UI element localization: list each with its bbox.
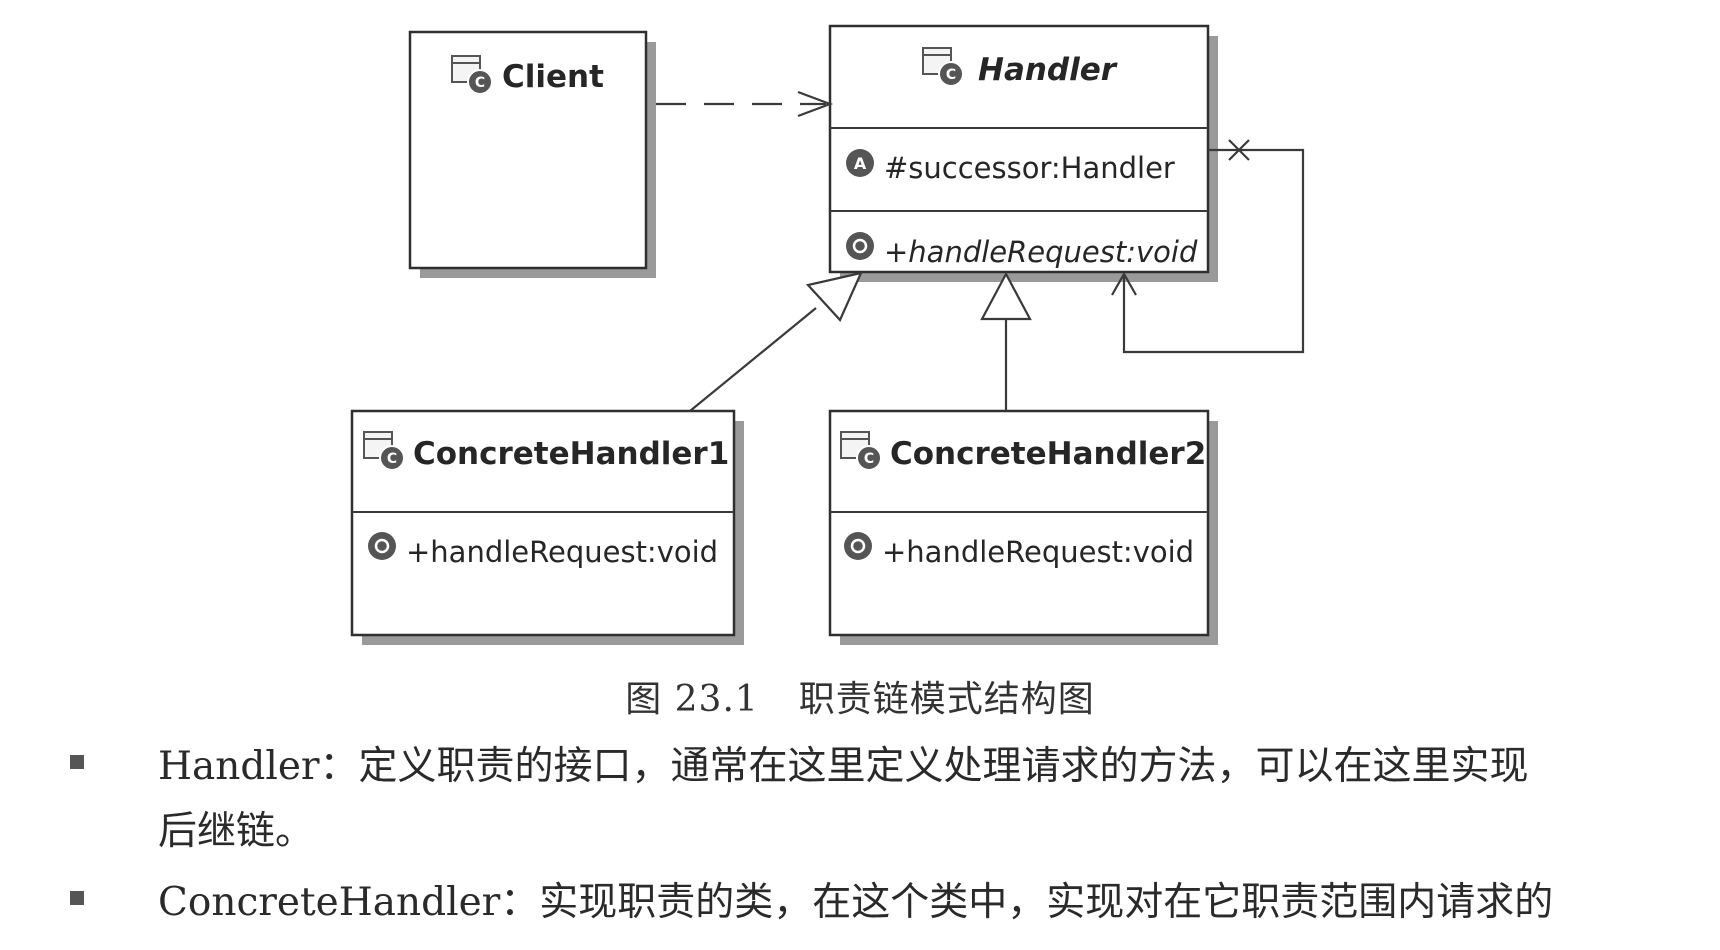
self-association-successor (1111, 139, 1305, 354)
bullet-icon (70, 755, 84, 769)
handler-handle-request-operation: +handleRequest:void (884, 235, 1198, 269)
concrete-handler-2-class-name: ConcreteHandler2 (890, 436, 1206, 472)
dependency-arrow-client-to-handler (656, 90, 834, 118)
concrete-handler-1-class: C ConcreteHandler1 +handleRequest:void (350, 409, 744, 645)
handler-class: C Handler A #successor:Handler +handleRe… (828, 24, 1218, 282)
concrete-handler-2-operation: +handleRequest:void (882, 535, 1194, 569)
generalization-arrow-concrete2 (980, 271, 1032, 411)
generalization-arrow-concrete1 (689, 271, 863, 412)
operation-icon (844, 532, 872, 560)
bullet-icon (70, 891, 84, 905)
client-class: C Client (408, 30, 656, 278)
abstract-class-icon: C (922, 47, 964, 87)
handler-class-name: Handler (978, 52, 1118, 88)
operation-icon (368, 532, 396, 560)
svg-text:A: A (854, 154, 867, 173)
svg-text:C: C (387, 451, 397, 467)
class-icon: C (363, 431, 405, 471)
svg-text:C: C (475, 75, 485, 91)
figure-title: 职责链模式结构图 (798, 679, 1095, 720)
handler-successor-attribute: #successor:Handler (884, 151, 1175, 185)
concrete-handler-2-class: C ConcreteHandler2 +handleRequest:void (828, 409, 1218, 645)
concrete-handler-1-class-name: ConcreteHandler1 (413, 436, 729, 472)
description-concrete-handler-line1: ConcreteHandler：实现职责的类，在这个类中，实现对在它职责范围内请… (158, 880, 1554, 925)
client-class-name: Client (502, 59, 604, 95)
svg-text:C: C (946, 67, 956, 83)
operation-icon (846, 232, 874, 260)
figure-number: 图 23.1 (625, 679, 759, 720)
class-icon: C (451, 55, 493, 95)
svg-text:C: C (864, 451, 874, 467)
concrete-handler-1-operation: +handleRequest:void (406, 535, 718, 569)
class-icon: C (840, 431, 882, 471)
description-handler-line2: 后继链。 (158, 809, 315, 854)
attribute-icon: A (846, 149, 874, 177)
figure-caption: 图 23.1 职责链模式结构图 (0, 670, 1720, 722)
description-handler-line1: Handler：定义职责的接口，通常在这里定义处理请求的方法，可以在这里实现 (158, 744, 1529, 789)
uml-class-diagram: C Client C Handler A #successor:Handler … (350, 24, 1305, 645)
